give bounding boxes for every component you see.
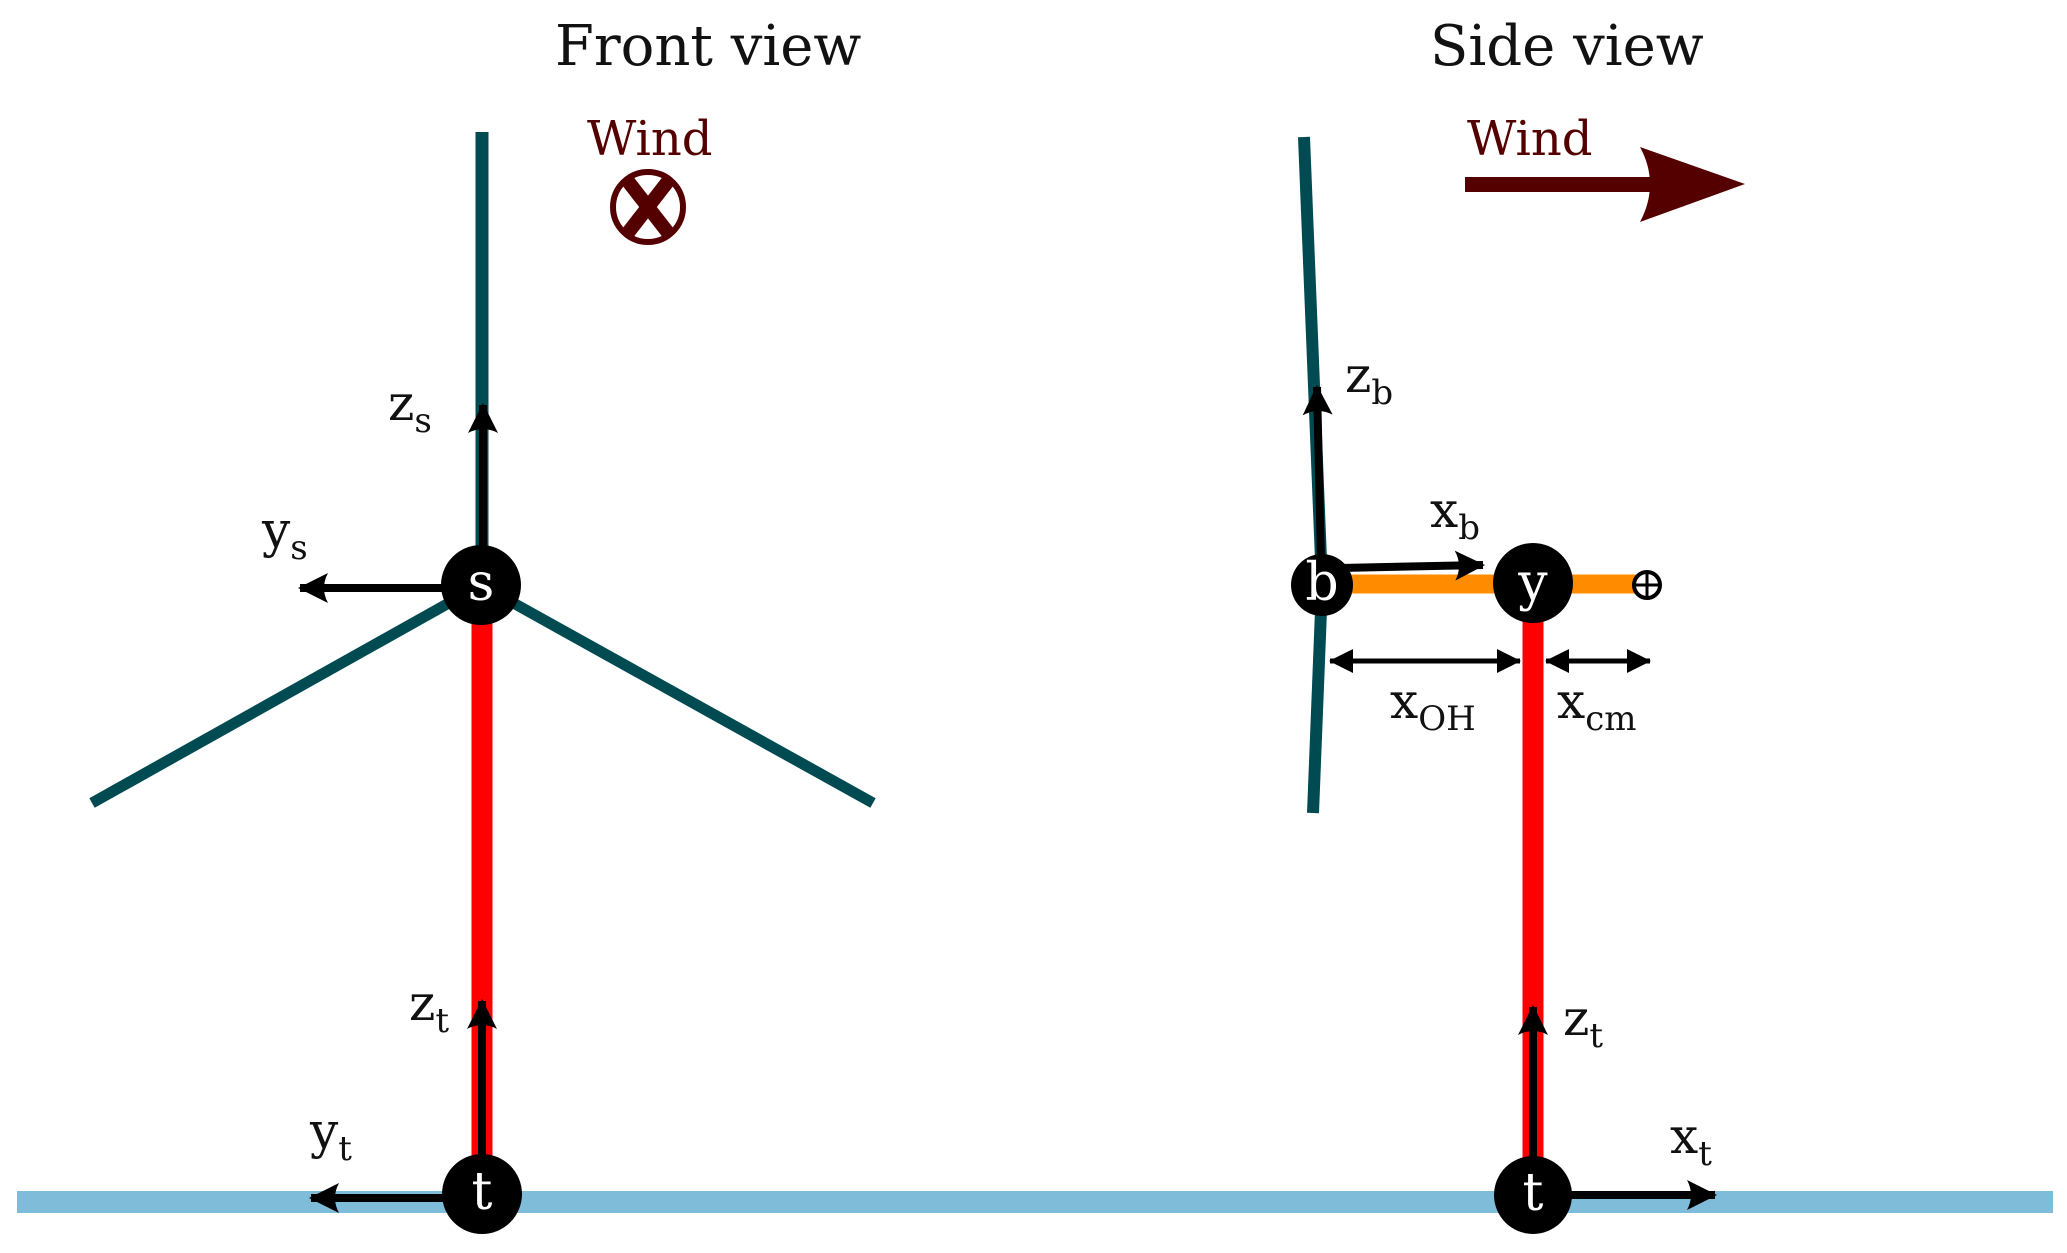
- side-tower-base-node: t: [1494, 1156, 1572, 1234]
- blade-root-node: b: [1291, 553, 1353, 616]
- y-s-axis-label: ys: [261, 501, 308, 568]
- z-b-axis-label: zb: [1345, 346, 1393, 413]
- side-z-t-axis-label: zt: [1563, 989, 1603, 1056]
- z-b-axis-arrow: [1302, 385, 1333, 561]
- front-z-t-axis-label: zt: [409, 974, 449, 1041]
- front-view: Front view Wind zs ys s zt yt: [89, 14, 876, 1234]
- side-view: Side view Wind zb xb b y: [1291, 14, 1745, 1234]
- shaft-node-label: s: [468, 553, 495, 613]
- z-s-axis-label: zs: [388, 374, 432, 441]
- front-wind-label: Wind: [587, 111, 712, 167]
- side-view-title: Side view: [1430, 14, 1704, 79]
- x-t-axis-label: xt: [1670, 1107, 1712, 1174]
- shaft-node: s: [441, 545, 521, 625]
- yaw-node: y: [1493, 543, 1573, 623]
- center-of-mass-dimension-label: xcm: [1557, 672, 1637, 739]
- front-blade-left: [89, 580, 484, 808]
- side-tower-base-node-label: t: [1523, 1163, 1544, 1223]
- front-blade-right: [478, 580, 876, 808]
- wind-direction-arrow-icon: [1465, 147, 1745, 222]
- overhang-dimension-label: xOH: [1390, 672, 1476, 739]
- blade-root-node-label: b: [1305, 553, 1338, 613]
- front-tower-base-node: t: [442, 1154, 522, 1234]
- front-tower-base-node-label: t: [472, 1162, 493, 1222]
- x-b-axis-arrow: [1339, 550, 1485, 581]
- front-view-title: Front view: [555, 14, 861, 79]
- center-of-mass-icon: [1632, 570, 1662, 600]
- y-t-axis-label: yt: [309, 1102, 352, 1169]
- side-wind-label: Wind: [1467, 111, 1592, 167]
- into-page-cross-icon: [610, 169, 686, 245]
- x-b-axis-label: xb: [1430, 481, 1480, 548]
- yaw-node-label: y: [1517, 553, 1548, 613]
